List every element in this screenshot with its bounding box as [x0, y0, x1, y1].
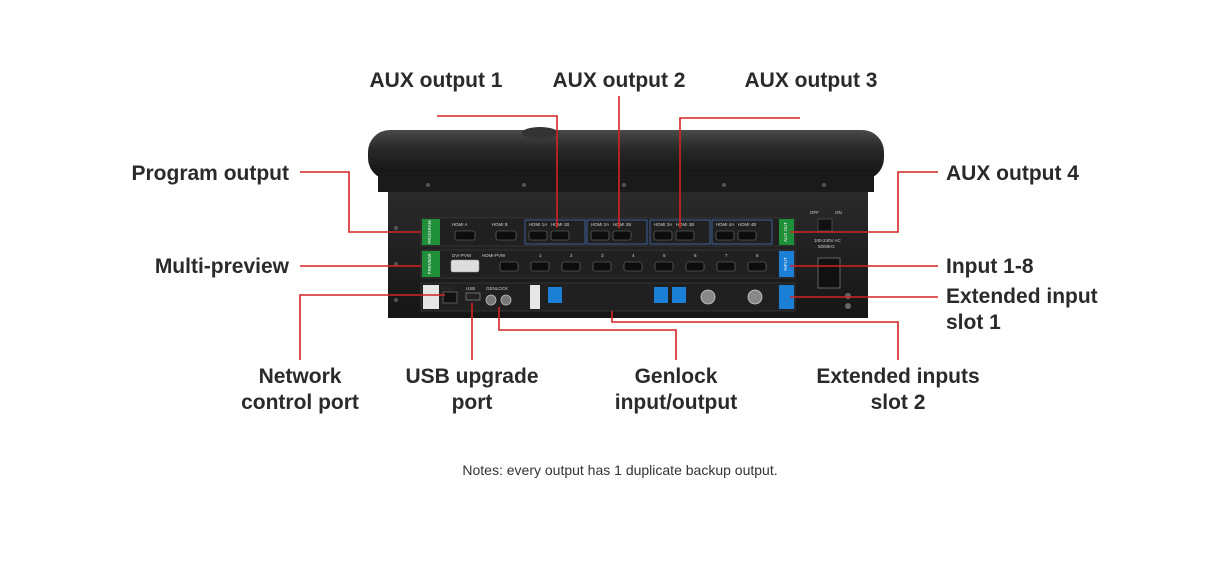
usb-port[interactable]	[465, 292, 481, 301]
power-inlet[interactable]	[817, 257, 841, 289]
power-rating-1: 100-240V AC	[814, 238, 842, 243]
aux-port-label: HDMI 3A	[654, 222, 672, 227]
aux-hdmi-port[interactable]	[590, 230, 610, 241]
input-ports: 1 2 3 4 5 6 7 8	[530, 253, 767, 272]
program-card-tag	[422, 219, 440, 245]
extended-inputs-slot-2-label-line1: Extended inputs	[816, 365, 979, 388]
input-card-row: PREVIEW DVI-PVW HDMI-PVW 1 2 3 4 5 6 7 8 INPUT	[420, 249, 796, 279]
input-hdmi-port[interactable]	[530, 261, 550, 272]
aux-hdmi-port[interactable]	[715, 230, 735, 241]
aux-port-label: HDMI 4A	[716, 222, 734, 227]
input-number-label: 7	[725, 253, 728, 258]
preview-card-tag	[422, 251, 440, 277]
ext-slot-1-tag	[779, 285, 794, 309]
aux-output-1-label: AUX output 1	[370, 69, 503, 92]
input-number-label: 2	[570, 253, 573, 258]
usb-upgrade-port-label-line1: USB upgrade	[405, 365, 538, 388]
input-card-tag	[779, 251, 794, 277]
aux-card-4	[711, 219, 773, 245]
aux-output-2-label: AUX output 2	[553, 69, 686, 92]
aux-port-label: HDMI 2B	[613, 222, 631, 227]
rj45-port[interactable]	[442, 291, 458, 304]
input-number-label: 1	[539, 253, 542, 258]
extended-input-slot-1-label-line2: slot 1	[946, 311, 1001, 334]
top-handle-bar	[368, 130, 884, 180]
extended-input-slot-1-label-line1: Extended input	[946, 285, 1098, 308]
aux-hdmi-port[interactable]	[550, 230, 570, 241]
backup-output-note: Notes: every output has 1 duplicate back…	[462, 462, 777, 478]
genlock-label-line1: Genlock	[635, 365, 718, 388]
power-rating-2: 50/60Hz	[818, 244, 836, 249]
power-off-label: OFF	[810, 210, 819, 215]
input-hdmi-port[interactable]	[716, 261, 736, 272]
network-control-port-label-line2: control port	[241, 391, 359, 414]
program-tag-text: PROGRAM	[427, 220, 432, 244]
input-hdmi-port[interactable]	[561, 261, 581, 272]
multi-preview-label: Multi-preview	[155, 255, 290, 278]
usb-label: USB	[466, 286, 475, 291]
aux-port-label: HDMI 3B	[676, 222, 694, 227]
control-card-tag	[423, 285, 439, 309]
aux-hdmi-port[interactable]	[528, 230, 548, 241]
input-tag-text: INPUT	[783, 257, 788, 271]
ext-slot-2-tag	[548, 287, 562, 303]
leader-lines	[299, 96, 938, 360]
input-number-label: 4	[632, 253, 635, 258]
sdi-port-1[interactable]	[700, 289, 716, 305]
hdmi-pvw-label: HDMI-PVW	[482, 253, 506, 258]
extended-inputs-slot-2-label-line2: slot 2	[871, 391, 926, 414]
program-port-b-label: HDMI B	[492, 222, 508, 227]
dvi-preview-port[interactable]	[450, 259, 480, 273]
aux-card-1	[524, 219, 586, 245]
input-hdmi-port[interactable]	[654, 261, 674, 272]
genlock-label: GENLOCK	[486, 286, 508, 291]
aux-port-label: HDMI 2A	[591, 222, 609, 227]
program-hdmi-b-port[interactable]	[495, 230, 517, 241]
callouts: AUX output 1 AUX output 2 AUX output 3 A…	[132, 69, 1098, 414]
input-hdmi-port[interactable]	[747, 261, 767, 272]
control-card-row: RJ 45 USB GENLOCK	[420, 282, 796, 312]
program-port-a-label: HDMI A	[452, 222, 468, 227]
aux-hdmi-port[interactable]	[737, 230, 757, 241]
aux-card-2	[586, 219, 648, 245]
hdmi-preview-port[interactable]	[499, 261, 519, 272]
input-hdmi-port[interactable]	[685, 261, 705, 272]
aux-hdmi-port[interactable]	[653, 230, 673, 241]
aux-tag-text: AUX OUT	[783, 222, 788, 242]
aux-port-label: HDMI 4B	[738, 222, 756, 227]
dvi-pvw-label: DVI-PVW	[452, 253, 472, 258]
input-hdmi-port[interactable]	[623, 261, 643, 272]
input-number-label: 6	[694, 253, 697, 258]
top-knob	[522, 127, 558, 139]
genlock-label-line2: input/output	[615, 391, 737, 414]
network-control-port-label-line1: Network	[259, 365, 342, 388]
program-hdmi-a-port[interactable]	[454, 230, 476, 241]
power-on-label: ON	[835, 210, 842, 215]
input-number-label: 3	[601, 253, 604, 258]
aux-output-3-label: AUX output 3	[745, 69, 878, 92]
program-output-label: Program output	[132, 162, 290, 185]
sdi-port-2[interactable]	[747, 289, 763, 305]
input-number-label: 5	[663, 253, 666, 258]
aux-output-ports: HDMI 1A HDMI 1B HDMI 2A HDMI 2B HDMI 3A HDMI …	[524, 219, 773, 245]
power-switch[interactable]	[817, 218, 833, 232]
aux-port-label: HDMI 1A	[529, 222, 547, 227]
genlock-out-port[interactable]	[500, 294, 512, 306]
input-1-8-label: Input 1-8	[946, 255, 1034, 278]
preview-tag-text: PREVIEW	[427, 253, 432, 275]
aux-output-4-label: AUX output 4	[946, 162, 1079, 185]
aux-hdmi-port[interactable]	[675, 230, 695, 241]
aux-port-label: HDMI 1B	[551, 222, 569, 227]
input-number-label: 8	[756, 253, 759, 258]
aux-hdmi-port[interactable]	[612, 230, 632, 241]
rj45-label: RJ 45	[441, 286, 453, 291]
input-hdmi-port[interactable]	[592, 261, 612, 272]
genlock-in-port[interactable]	[485, 294, 497, 306]
aux-card-tag	[779, 219, 794, 245]
usb-upgrade-port-label-line2: port	[452, 391, 493, 414]
